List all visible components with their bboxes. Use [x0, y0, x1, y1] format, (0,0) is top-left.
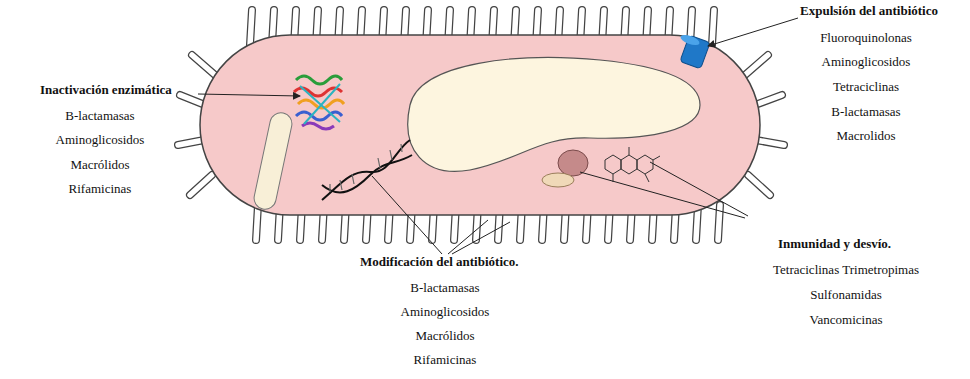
pilus: [178, 140, 204, 145]
pilus-outline: [756, 140, 784, 145]
pilus-outline: [192, 55, 215, 75]
pilus: [180, 95, 205, 105]
pilus-outline: [190, 175, 212, 195]
pilus-outline: [256, 205, 258, 240]
blue-pump: [679, 33, 710, 69]
pili: [178, 10, 784, 240]
cell-body: [200, 35, 760, 215]
antibiotic-molecule: [605, 147, 660, 182]
antibiotic-item: B-lactamasas: [65, 108, 134, 124]
antibiotic-item: Macrolidos: [836, 128, 895, 144]
pilus: [712, 10, 714, 45]
antibiotic-item: B-lactamasas: [831, 104, 900, 120]
pilus-outline: [180, 95, 205, 105]
antibiotic-item: Aminoglicosidos: [401, 304, 490, 320]
pilus: [748, 175, 770, 195]
pilus: [190, 175, 212, 195]
dna-helix: [322, 140, 412, 200]
mechanism-heading: Inactivación enzimática: [40, 82, 172, 98]
pilus: [745, 55, 768, 75]
antibiotic-item: Macrólidos: [70, 157, 129, 173]
pilus: [256, 205, 258, 240]
pilus: [756, 140, 784, 145]
leader-lines: [198, 18, 798, 254]
ribosome: [542, 150, 588, 187]
antibiotic-item: Aminoglicosidos: [56, 132, 145, 148]
pilus-outline: [755, 95, 782, 105]
pilus: [250, 10, 252, 45]
antibiotic-item: Tetraciclinas Trimetropimas: [773, 262, 919, 278]
pilus-outline: [748, 175, 770, 195]
enzyme-protein: [294, 76, 344, 129]
antibiotic-item: Rifamicinas: [414, 352, 477, 368]
antibiotic-item: Sulfonamidas: [810, 287, 882, 303]
antibiotic-item: Tetraciclinas: [833, 79, 899, 95]
pilus: [192, 55, 215, 75]
antibiotic-item: Vancomicinas: [810, 312, 883, 328]
pilus-outline: [250, 10, 252, 45]
antibiotic-item: Aminoglicosidos: [822, 54, 911, 70]
pilus-outline: [178, 140, 204, 145]
mechanism-heading: Modificación del antibiótico.: [360, 254, 519, 270]
antibiotic-item: Fluoroquinolonas: [820, 30, 912, 46]
pilus-outline: [712, 10, 714, 45]
pilus: [755, 95, 782, 105]
pilus-outline: [745, 55, 768, 75]
antibiotic-item: B-lactamasas: [410, 280, 479, 296]
antibiotic-item: Rifamicinas: [69, 181, 132, 197]
mechanism-heading: Expulsión del antibiótico: [800, 3, 938, 19]
plasmid-rod: [252, 111, 294, 211]
antibiotic-item: Macrólidos: [415, 328, 474, 344]
mechanism-heading: Inmunidad y desvío.: [778, 236, 891, 252]
nucleoid: [408, 57, 700, 171]
